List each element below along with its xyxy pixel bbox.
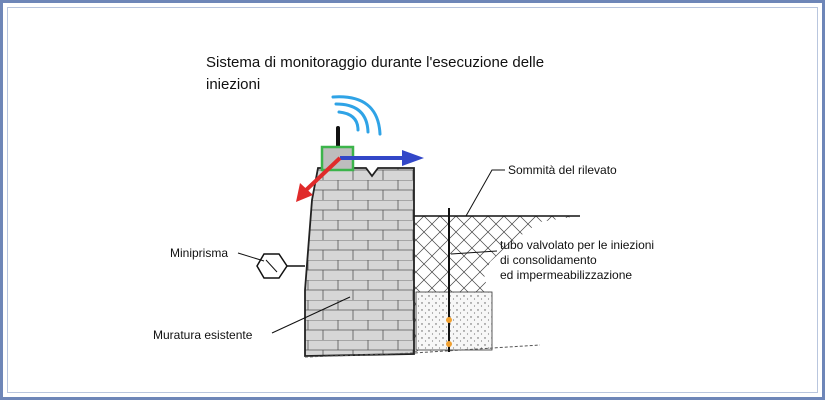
label-miniprisma: Miniprisma — [170, 246, 228, 260]
wifi-signal-icon — [331, 95, 382, 136]
figure-inner-border — [7, 7, 818, 393]
valve-point — [446, 341, 452, 347]
label-tubo-line-1: tubo valvolato per le iniezioni — [500, 238, 654, 252]
leader-sommita — [465, 169, 505, 217]
sensor-box-icon — [320, 126, 355, 172]
leader-miniprisma — [237, 252, 265, 262]
ground-line — [304, 344, 541, 358]
label-sommita: Sommità del rilevato — [508, 163, 617, 177]
label-tubo-line-3: ed impermeabilizzazione — [500, 268, 632, 282]
masonry-wall — [304, 167, 415, 357]
displacement-arrow-x — [340, 150, 424, 166]
leader-muratura — [271, 296, 351, 334]
consolidated-zone — [415, 291, 493, 351]
prism-hexagon-icon — [256, 253, 305, 279]
valve-tube — [446, 208, 452, 352]
title-line-2: iniezioni — [206, 76, 260, 93]
title-line-1: Sistema di monitoraggio durante l'esecuz… — [206, 54, 544, 71]
label-tubo-line-2: di consolidamento — [500, 253, 597, 267]
displacement-arrow-y — [296, 156, 342, 202]
label-muratura: Muratura esistente — [153, 328, 253, 342]
valve-point — [446, 317, 452, 323]
leader-tubo — [450, 250, 498, 255]
